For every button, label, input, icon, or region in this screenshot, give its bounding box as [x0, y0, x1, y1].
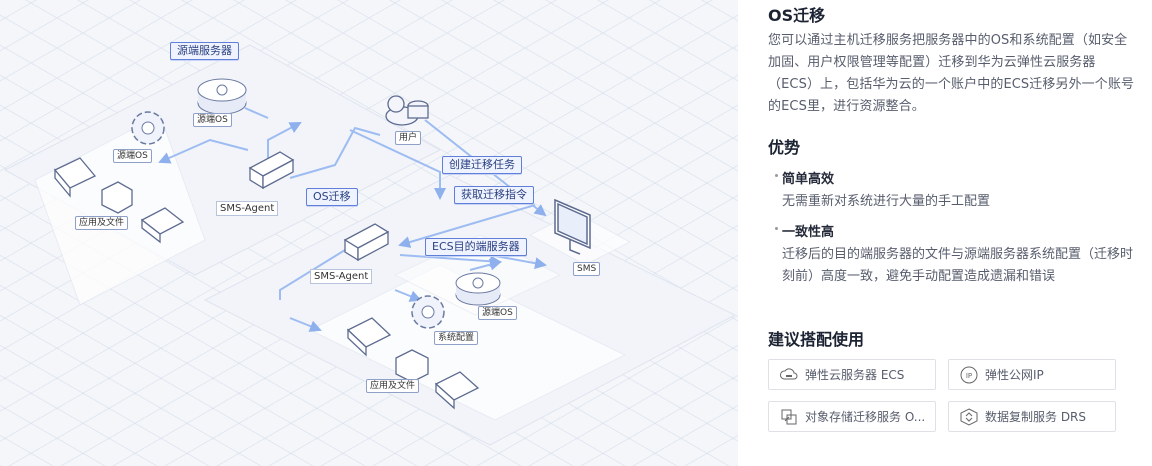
label-user: 用户 — [395, 131, 422, 145]
target-app-boxes — [346, 317, 480, 410]
gear-icon-source — [131, 111, 165, 145]
data-replication-icon — [960, 407, 978, 426]
product-ecs-link[interactable]: 弹性云服务器 ECS — [768, 359, 936, 390]
advantage-text: 无需重新对系统进行大量的手工配置 — [782, 194, 991, 209]
flow-agent-to-left — [158, 138, 249, 164]
label-source-os-top: 源端OS — [193, 113, 232, 127]
tag-create-task: 创建迁移任务 — [442, 156, 522, 174]
tag-source-server: 源端服务器 — [170, 42, 239, 60]
advantage-item: 简单高效 — [768, 168, 1140, 187]
advantage-title: 一致性高 — [775, 221, 1140, 240]
label-sms-agent-2: SMS-Agent — [310, 269, 373, 284]
label-sms-agent-1: SMS-Agent — [216, 201, 279, 216]
flow-to-app — [289, 317, 322, 332]
description: 您可以通过主机迁移服务把服务器中的OS和系统配置（如安全加固、用户权限管理等配置… — [768, 33, 1135, 114]
tag-get-command: 获取迁移指令 — [454, 186, 534, 204]
product-eip-link[interactable]: IP 弹性公网IP — [948, 359, 1116, 390]
storage-migration-icon — [781, 409, 797, 424]
label-sms: SMS — [573, 262, 601, 276]
advantage-item: 一致性高 — [768, 221, 1140, 240]
label-sys-config: 系统配置 — [434, 331, 479, 345]
label-app-files-2: 应用及文件 — [366, 379, 420, 393]
info-panel: OS迁移 您可以通过主机迁移服务把服务器中的OS和系统配置（如安全加固、用户权限… — [768, 0, 1140, 349]
flow-to-sms — [489, 254, 547, 270]
advantages-heading: 优势 — [768, 138, 801, 157]
diagram-graphics — [3, 44, 737, 446]
sms-agent-block-2 — [343, 223, 390, 262]
flow-to-os — [469, 258, 502, 271]
product-label: 弹性公网IP — [985, 368, 1044, 382]
sms-agent-block-1 — [248, 151, 295, 190]
flow-agent-to-right — [399, 254, 502, 268]
flow-to-config — [394, 289, 422, 302]
tag-os-migration: OS迁移 — [306, 188, 358, 206]
page-title: OS迁移 — [768, 6, 826, 25]
user-icon — [385, 95, 429, 126]
flow-user-down — [349, 129, 446, 200]
product-drs-link[interactable]: 数据复制服务 DRS — [948, 401, 1116, 432]
recommend-heading: 建议搭配使用 — [768, 330, 865, 349]
label-target-os: 源端OS — [478, 306, 517, 320]
label-source-os-left: 源端OS — [113, 149, 152, 163]
flow-os-top — [244, 107, 269, 119]
source-os-disk-icon — [197, 78, 247, 115]
product-label: 对象存储迁移服务 O... — [805, 410, 926, 424]
architecture-diagram: 源端服务器 源端OS 源端OS 应用及文件 SMS-Agent OS迁移 用户 … — [0, 0, 738, 466]
product-label: 弹性云服务器 ECS — [805, 368, 905, 382]
target-os-disk-icon — [455, 272, 501, 306]
cloud-server-icon — [780, 367, 798, 379]
product-oms-link[interactable]: 对象存储迁移服务 O... — [768, 401, 936, 432]
label-app-files-1: 应用及文件 — [75, 216, 129, 230]
eip-icon: IP — [960, 366, 978, 383]
tag-ecs-target: ECS目的端服务器 — [425, 238, 527, 256]
flow-agent-to-source — [267, 122, 302, 160]
flow-sms-to-agent — [398, 204, 536, 248]
advantage-text: 迁移后的目的端服务器的文件与源端服务器系统配置（迁移时刻前）高度一致，避免手动配… — [782, 247, 1134, 284]
gear-icon-target — [411, 295, 445, 329]
source-app-boxes — [53, 157, 185, 244]
flow-agent-center — [289, 126, 381, 179]
advantage-title: 简单高效 — [775, 168, 1140, 187]
sms-monitor-icon — [554, 198, 591, 255]
flow-agent-down — [279, 249, 346, 300]
svg-text:IP: IP — [966, 372, 972, 380]
product-label: 数据复制服务 DRS — [985, 410, 1087, 424]
